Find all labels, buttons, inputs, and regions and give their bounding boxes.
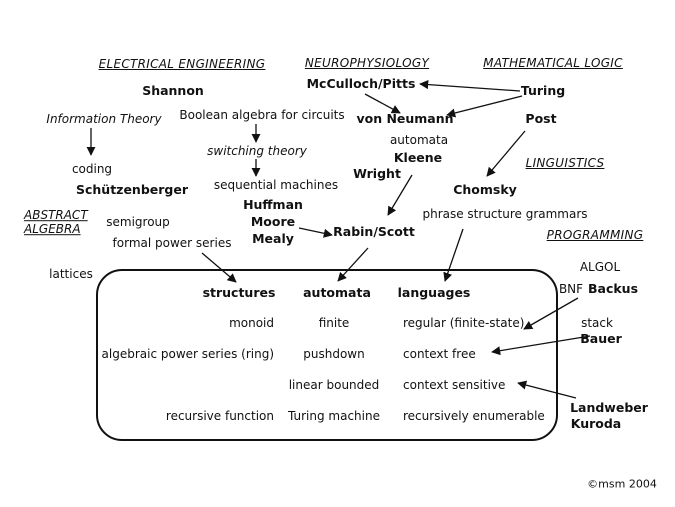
- person-rabin-scott: Rabin/Scott: [333, 223, 415, 239]
- table-header-languages: languages: [397, 284, 471, 300]
- topic-automata: automata: [389, 133, 449, 147]
- person-shannon: Shannon: [142, 82, 204, 98]
- header-abstract-algebra-line1: ABSTRACT: [24, 208, 88, 223]
- topic-semigroup: semigroup: [106, 215, 170, 229]
- topic-coding: coding: [71, 162, 113, 176]
- topic-formal-power-series: formal power series: [112, 236, 232, 250]
- arrow-formalpower-to-structures: [201, 252, 237, 283]
- person-kuroda: Kuroda: [570, 415, 622, 431]
- topic-sequential-machines: sequential machines: [213, 178, 339, 192]
- person-landweber: Landweber: [570, 399, 648, 415]
- cell-monoid: monoid: [229, 316, 274, 330]
- header-electrical-engineering: ELECTRICAL ENGINEERING: [98, 57, 266, 71]
- header-abstract-algebra-line2: ALGEBRA: [24, 222, 81, 236]
- person-schutzenberger: Schützenberger: [75, 181, 189, 197]
- table-header-structures: structures: [202, 284, 276, 300]
- arrow-turing-to-mcculloch: [419, 80, 521, 92]
- person-wright: Wright: [353, 165, 401, 181]
- topic-phrase-structure-grammars: phrase structure grammars: [422, 207, 588, 221]
- person-post: Post: [525, 110, 557, 126]
- person-bauer: Bauer: [580, 330, 622, 346]
- cell-regular: regular (finite-state): [403, 316, 525, 330]
- topic-bnf: BNF: [558, 282, 584, 296]
- topic-information-theory: Information Theory: [46, 112, 162, 126]
- topic-algol: ALGOL: [579, 260, 621, 274]
- cell-linear-bounded: linear bounded: [288, 378, 380, 392]
- arrow-mcculloch-to-vonneumann: [364, 93, 401, 114]
- header-mathematical-logic: MATHEMATICAL LOGIC: [483, 56, 623, 70]
- arrow-bauer-to-contextfree: [491, 335, 591, 356]
- topic-switching-theory: switching theory: [207, 144, 307, 158]
- cell-turing-machine: Turing machine: [288, 409, 380, 423]
- person-chomsky: Chomsky: [453, 181, 517, 197]
- cell-recursive-function: recursive function: [165, 409, 274, 423]
- cell-algebraic-power-series: algebraic power series (ring): [101, 347, 274, 361]
- arrow-rabinscott-to-automata: [337, 247, 369, 282]
- arrow-phrase-to-languages: [443, 228, 464, 282]
- arrow-mealy-to-rabinscott: [298, 227, 333, 238]
- header-abstract-algebra: ABSTRACT ALGEBRA: [24, 208, 88, 237]
- person-von-neumann: von Neumann: [356, 110, 454, 126]
- person-mcculloch-pitts: McCulloch/Pitts: [306, 75, 416, 91]
- cell-context-sensitive: context sensitive: [403, 378, 506, 392]
- hierarchy-box: [96, 269, 558, 441]
- person-mealy: Mealy: [252, 230, 294, 246]
- copyright-notice: ©msm 2004: [587, 477, 657, 491]
- topic-lattices: lattices: [49, 267, 93, 281]
- arrow-kleene-to-rabinscott: [387, 174, 413, 216]
- arrow-landweber-to-contextsensitive: [517, 380, 577, 399]
- header-linguistics: LINGUISTICS: [525, 156, 605, 170]
- cell-recursively-enumerable: recursively enumerable: [403, 409, 545, 423]
- arrow-turing-to-vonneumann: [446, 95, 523, 118]
- person-backus: Backus: [587, 280, 639, 296]
- person-moore: Moore: [250, 213, 296, 229]
- header-programming: PROGRAMMING: [546, 228, 644, 242]
- table-header-automata: automata: [303, 284, 371, 300]
- person-huffman: Huffman: [243, 196, 303, 212]
- topic-stack: stack: [581, 316, 613, 330]
- person-kleene: Kleene: [393, 149, 443, 165]
- header-neurophysiology: NEUROPHYSIOLOGY: [304, 56, 430, 70]
- topic-boolean-algebra: Boolean algebra for circuits: [179, 108, 345, 122]
- arrow-backus-to-regular: [523, 297, 579, 330]
- cell-finite: finite: [318, 316, 350, 330]
- arrow-post-to-chomsky: [486, 130, 526, 177]
- cell-pushdown: pushdown: [303, 347, 365, 361]
- cell-context-free: context free: [403, 347, 476, 361]
- person-turing: Turing: [520, 82, 566, 98]
